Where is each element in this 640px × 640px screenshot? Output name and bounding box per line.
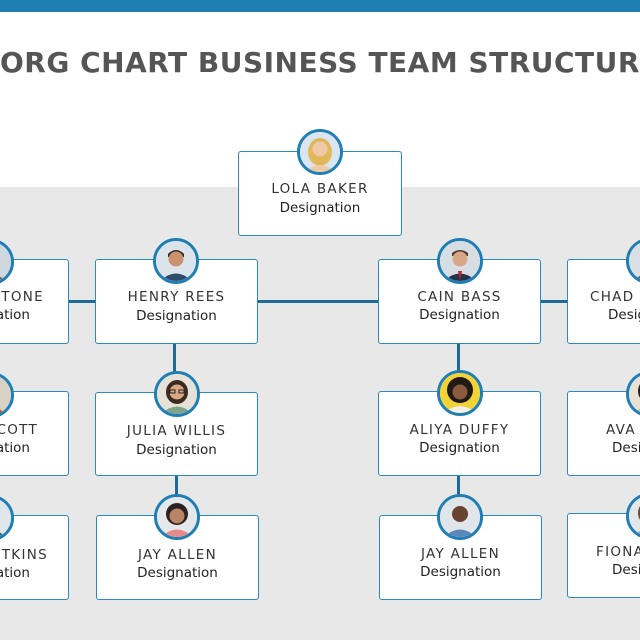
man-suit-avatar-icon [437,238,483,284]
node-name: ALIYA DUFFY [409,422,510,438]
chart-title: ORG CHART BUSINESS TEAM STRUCTURE [0,46,640,79]
node-designation: Designation [136,442,217,458]
man-smiling-avatar-icon [437,494,483,540]
org-node-jay-allen-left[interactable]: JAY ALLEN Designation [96,515,259,600]
man-avatar-icon [153,238,199,284]
node-name: COTT [0,422,38,438]
node-name: TONE [1,289,44,305]
org-node-jay-allen-right[interactable]: JAY ALLEN Designation [379,515,542,600]
node-designation: Designation [419,440,500,456]
connector-line [0,300,640,303]
node-name: JAY ALLEN [137,547,218,563]
node-designation: ation [0,440,30,456]
node-designation: Designation [136,308,217,324]
node-designation: Designation [420,564,501,580]
node-name: JULIA WILLIS [126,423,227,439]
node-name: CHAD [590,289,635,305]
node-name: FIONA [596,544,640,560]
node-designation: Designation [419,307,500,323]
top-accent-bar [0,0,640,12]
org-node-aliya-duffy[interactable]: ALIYA DUFFY Designation [378,391,541,476]
node-name: JAY ALLEN [420,546,501,562]
org-node-chad[interactable]: CHAD Desig [567,259,640,344]
org-node-partial-left-3[interactable]: TKINS ation [0,515,69,600]
node-name: LOLA BAKER [271,181,369,197]
woman-yellow-avatar-icon [437,370,483,416]
node-designation: ation [0,565,30,581]
node-name: HENRY REES [127,289,226,305]
org-node-henry-rees[interactable]: HENRY REES Designation [95,259,258,344]
org-node-ava[interactable]: AVA Desi [567,391,640,476]
node-name: AVA [606,422,636,438]
woman-glasses-avatar-icon [154,371,200,417]
node-name: CAIN BASS [417,289,502,305]
node-designation: Desig [608,307,640,323]
node-designation: Desi [612,440,640,456]
node-designation: Desi [612,562,640,578]
node-designation: ation [0,307,30,323]
node-designation: Designation [279,200,361,216]
org-node-fiona[interactable]: FIONA Desi [567,513,640,598]
connector-line [173,342,176,392]
node-designation: Designation [137,565,218,581]
connector-line [457,342,460,392]
node-name: TKINS [1,547,48,563]
org-node-partial-left-1[interactable]: TONE ation [0,259,69,344]
woman-blonde-avatar-icon [297,129,343,175]
woman-smiling-avatar-icon [154,494,200,540]
